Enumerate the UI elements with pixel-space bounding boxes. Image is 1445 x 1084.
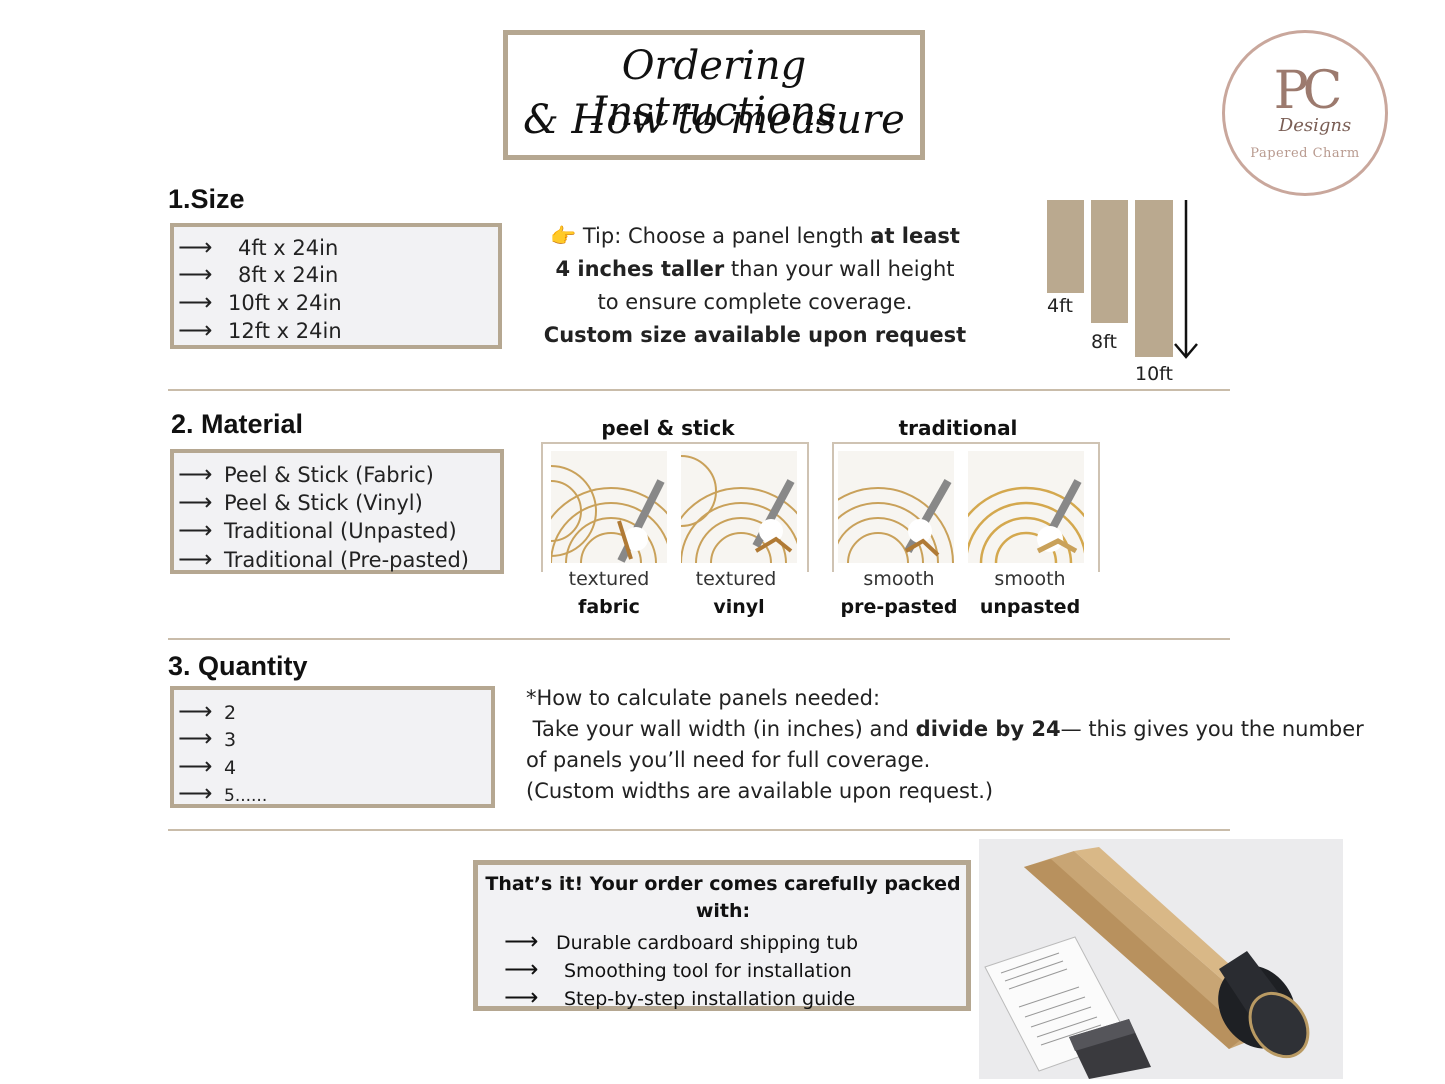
swatch-type: unpasted (979, 596, 1081, 618)
section-divider (168, 389, 1230, 391)
section-divider (168, 638, 1230, 640)
traditional-group-label: traditional (898, 416, 1018, 440)
quantity-option: ⟶2 (178, 697, 237, 725)
arrow-right-icon: ⟶ (504, 983, 539, 1011)
logo-brand-name: Papered Charm (1250, 146, 1360, 161)
bar-label-4ft: 4ft (1047, 295, 1073, 317)
title-line-1: Ordering Instructions (591, 43, 837, 135)
panel-bar-8ft (1091, 200, 1128, 323)
down-arrow-icon (1174, 200, 1198, 359)
arrow-right-icon: ⟶ (178, 488, 213, 516)
arrow-right-icon: ⟶ (178, 288, 213, 316)
size-options-box: ⟶4ft x 24in ⟶8ft x 24in ⟶10ft x 24in ⟶12… (170, 223, 502, 349)
material-heading: 2. Material (171, 409, 304, 439)
material-option: ⟶Peel & Stick (Fabric) (178, 460, 434, 488)
material-option: ⟶Peel & Stick (Vinyl) (178, 488, 423, 516)
vinyl-swatch-image (681, 451, 797, 563)
size-option: ⟶10ft x 24in (178, 288, 342, 316)
packaging-photo (979, 839, 1343, 1079)
quantity-heading: 3. Quantity (168, 651, 308, 681)
prepasted-swatch-image (838, 451, 954, 563)
arrow-right-icon: ⟶ (178, 233, 213, 261)
title-box: Ordering Instructions & How to measure (503, 30, 925, 160)
pointing-hand-icon: 👉 (550, 224, 577, 248)
arrow-right-icon: ⟶ (178, 779, 213, 807)
package-item: ⟶Smoothing tool for installation (504, 955, 852, 983)
arrow-right-icon: ⟶ (178, 752, 213, 780)
peel-stick-group-label: peel & stick (601, 416, 735, 440)
logo-script: Designs (1278, 115, 1352, 136)
arrow-right-icon: ⟶ (178, 516, 213, 544)
material-options-box: ⟶Peel & Stick (Fabric) ⟶Peel & Stick (Vi… (170, 449, 504, 574)
quantity-option: ⟶5...... (178, 779, 268, 807)
title-line-2: & How to measure (523, 97, 905, 143)
quantity-option: ⟶4 (178, 752, 237, 780)
fabric-swatch-image (551, 451, 667, 563)
size-option: ⟶4ft x 24in (178, 233, 339, 261)
package-item: ⟶Step-by-step installation guide (504, 983, 856, 1011)
quantity-option: ⟶3 (178, 724, 237, 752)
package-item: ⟶Durable cardboard shipping tub (504, 927, 859, 955)
swatch-type: fabric (578, 596, 640, 618)
quantity-options-box: ⟶2 ⟶3 ⟶4 ⟶5...... (170, 686, 495, 808)
swatch-type: vinyl (713, 596, 765, 618)
size-option: ⟶8ft x 24in (178, 260, 339, 288)
swatch-finish: smooth (994, 568, 1066, 590)
swatch-finish: textured (568, 568, 650, 590)
brand-logo: PC Designs Papered Charm (1222, 30, 1388, 196)
package-contents-box: That’s it! Your order comes carefully pa… (473, 860, 971, 1011)
size-heading: 1.Size (168, 184, 245, 214)
panel-calculation-text: *How to calculate panels needed: Take yo… (526, 686, 1364, 803)
bar-label-8ft: 8ft (1091, 331, 1117, 353)
arrow-right-icon: ⟶ (178, 316, 213, 344)
material-option: ⟶Traditional (Pre-pasted) (178, 545, 469, 573)
panel-bar-10ft (1135, 200, 1173, 357)
package-heading: That’s it! Your order comes carefully pa… (485, 873, 961, 922)
material-option: ⟶Traditional (Unpasted) (178, 516, 457, 544)
arrow-right-icon: ⟶ (178, 724, 213, 752)
arrow-right-icon: ⟶ (178, 260, 213, 288)
arrow-right-icon: ⟶ (178, 545, 213, 573)
bar-label-10ft: 10ft (1135, 363, 1173, 385)
section-divider (168, 829, 1230, 831)
size-tip: 👉 Tip: Choose a panel length at least 4 … (543, 224, 967, 347)
arrow-right-icon: ⟶ (178, 697, 213, 725)
arrow-right-icon: ⟶ (504, 955, 539, 983)
size-option: ⟶12ft x 24in (178, 316, 342, 344)
swatch-finish: textured (695, 568, 777, 590)
logo-letters: PC (1273, 61, 1343, 121)
arrow-right-icon: ⟶ (504, 927, 539, 955)
unpasted-swatch-image (968, 451, 1084, 563)
panel-bar-4ft (1047, 200, 1084, 293)
swatch-finish: smooth (863, 568, 935, 590)
swatch-type: pre-pasted (840, 596, 958, 618)
arrow-right-icon: ⟶ (178, 460, 213, 488)
